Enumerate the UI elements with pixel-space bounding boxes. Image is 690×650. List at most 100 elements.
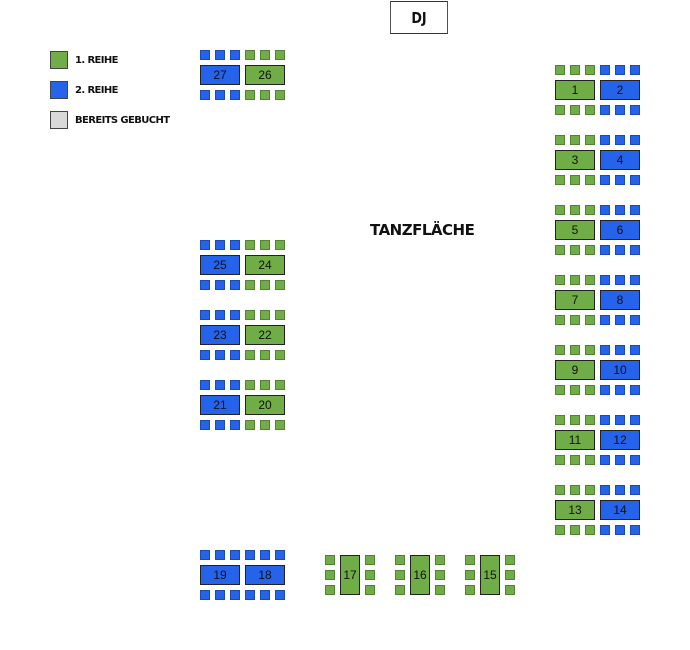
seat[interactable] [555, 315, 565, 325]
seat[interactable] [585, 275, 595, 285]
seat[interactable] [570, 175, 580, 185]
table-7[interactable]: 7 [555, 290, 595, 310]
seat[interactable] [585, 135, 595, 145]
seat[interactable] [615, 175, 625, 185]
seat[interactable] [275, 550, 285, 560]
seat[interactable] [555, 485, 565, 495]
seat[interactable] [275, 590, 285, 600]
seat[interactable] [245, 240, 255, 250]
seat[interactable] [555, 455, 565, 465]
seat[interactable] [600, 175, 610, 185]
seat[interactable] [395, 570, 405, 580]
seat[interactable] [630, 525, 640, 535]
seat[interactable] [395, 555, 405, 565]
seat[interactable] [630, 275, 640, 285]
seat[interactable] [615, 135, 625, 145]
seat[interactable] [365, 555, 375, 565]
seat[interactable] [615, 275, 625, 285]
seat[interactable] [570, 385, 580, 395]
seat[interactable] [615, 345, 625, 355]
seat[interactable] [600, 65, 610, 75]
table-22[interactable]: 22 [245, 325, 285, 345]
seat[interactable] [200, 280, 210, 290]
seat[interactable] [215, 280, 225, 290]
seat[interactable] [230, 90, 240, 100]
table-12[interactable]: 12 [600, 430, 640, 450]
seat[interactable] [260, 350, 270, 360]
seat[interactable] [260, 280, 270, 290]
table-24[interactable]: 24 [245, 255, 285, 275]
seat[interactable] [200, 380, 210, 390]
seat[interactable] [505, 570, 515, 580]
seat[interactable] [630, 65, 640, 75]
seat[interactable] [365, 585, 375, 595]
seat[interactable] [260, 420, 270, 430]
seat[interactable] [325, 585, 335, 595]
seat[interactable] [200, 420, 210, 430]
seat[interactable] [630, 455, 640, 465]
seat[interactable] [555, 525, 565, 535]
seat[interactable] [230, 310, 240, 320]
table-21[interactable]: 21 [200, 395, 240, 415]
seat[interactable] [230, 380, 240, 390]
table-10[interactable]: 10 [600, 360, 640, 380]
seat[interactable] [275, 50, 285, 60]
seat[interactable] [230, 240, 240, 250]
seat[interactable] [200, 90, 210, 100]
seat[interactable] [260, 240, 270, 250]
seat[interactable] [275, 420, 285, 430]
seat[interactable] [630, 175, 640, 185]
seat[interactable] [275, 350, 285, 360]
seat[interactable] [555, 65, 565, 75]
table-18[interactable]: 18 [245, 565, 285, 585]
seat[interactable] [200, 50, 210, 60]
seat[interactable] [260, 380, 270, 390]
seat[interactable] [200, 550, 210, 560]
seat[interactable] [570, 455, 580, 465]
seat[interactable] [200, 590, 210, 600]
seat[interactable] [505, 585, 515, 595]
seat[interactable] [570, 525, 580, 535]
seat[interactable] [555, 345, 565, 355]
seat[interactable] [245, 90, 255, 100]
seat[interactable] [600, 135, 610, 145]
seat[interactable] [245, 350, 255, 360]
seat[interactable] [615, 245, 625, 255]
seat[interactable] [600, 245, 610, 255]
seat[interactable] [555, 205, 565, 215]
seat[interactable] [260, 90, 270, 100]
seat[interactable] [200, 240, 210, 250]
seat[interactable] [555, 135, 565, 145]
seat[interactable] [505, 555, 515, 565]
seat[interactable] [630, 205, 640, 215]
seat[interactable] [600, 345, 610, 355]
table-15[interactable]: 15 [480, 555, 500, 595]
seat[interactable] [215, 310, 225, 320]
seat[interactable] [630, 385, 640, 395]
table-20[interactable]: 20 [245, 395, 285, 415]
seat[interactable] [570, 105, 580, 115]
seat[interactable] [200, 310, 210, 320]
seat[interactable] [630, 485, 640, 495]
table-25[interactable]: 25 [200, 255, 240, 275]
seat[interactable] [630, 415, 640, 425]
seat[interactable] [230, 280, 240, 290]
seat[interactable] [570, 275, 580, 285]
seat[interactable] [615, 525, 625, 535]
seat[interactable] [585, 65, 595, 75]
seat[interactable] [615, 385, 625, 395]
seat[interactable] [585, 245, 595, 255]
table-9[interactable]: 9 [555, 360, 595, 380]
seat[interactable] [260, 310, 270, 320]
seat[interactable] [585, 485, 595, 495]
seat[interactable] [215, 90, 225, 100]
table-5[interactable]: 5 [555, 220, 595, 240]
seat[interactable] [600, 105, 610, 115]
seat[interactable] [230, 420, 240, 430]
seat[interactable] [215, 550, 225, 560]
seat[interactable] [570, 315, 580, 325]
seat[interactable] [570, 245, 580, 255]
seat[interactable] [600, 485, 610, 495]
seat[interactable] [555, 415, 565, 425]
seat[interactable] [600, 315, 610, 325]
